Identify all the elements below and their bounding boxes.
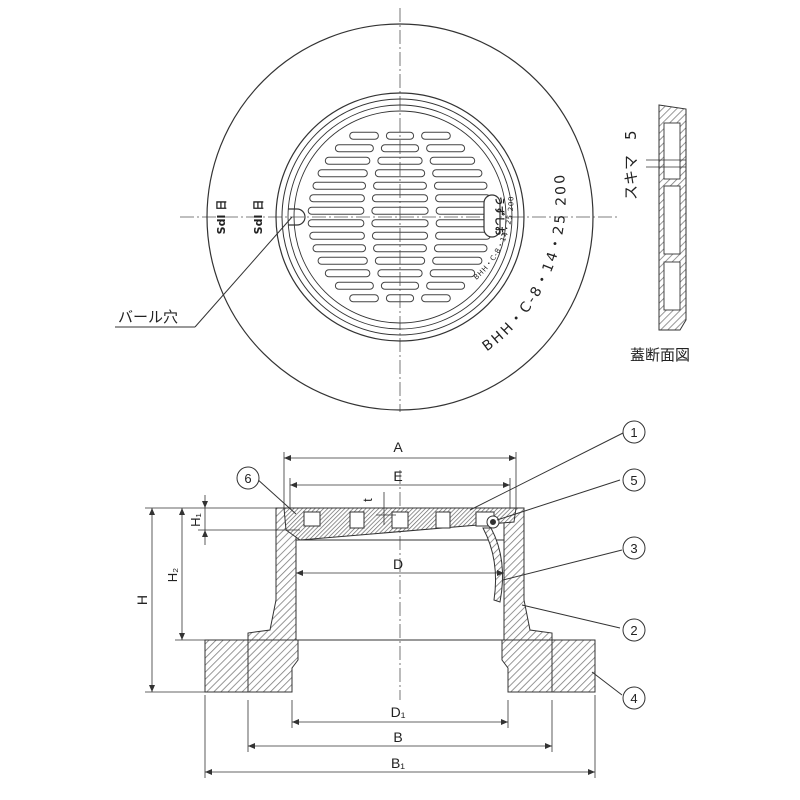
- grate-slot: [371, 231, 429, 240]
- grate-slot: [307, 206, 365, 215]
- callouts: [236, 420, 646, 710]
- callout-1: 1: [630, 425, 637, 440]
- grate-slot: [432, 256, 483, 265]
- grate-slot: [371, 206, 429, 215]
- grate-slot: [334, 144, 374, 153]
- dimension-lines: [145, 452, 596, 778]
- logo-left-inner: SdI 日: [252, 200, 265, 235]
- grate-slot: [426, 281, 466, 290]
- grate-slot: [435, 231, 491, 240]
- grate-slot: [374, 169, 426, 178]
- grate-slot: [385, 131, 415, 140]
- grate-slot: [371, 219, 429, 228]
- brand-text: うずしお: [493, 196, 506, 236]
- dim-D1: D₁: [391, 704, 406, 720]
- grate-slot: [373, 181, 427, 190]
- dim-A: A: [393, 439, 403, 455]
- grate-slot: [377, 156, 423, 165]
- grate-slot: [429, 269, 476, 278]
- lid-section-view: [646, 104, 687, 331]
- callout-6: 6: [244, 471, 251, 486]
- dim-D: D: [393, 556, 403, 572]
- grate-slot: [429, 156, 476, 165]
- grate-slot: [371, 194, 429, 203]
- dim-t: t: [360, 498, 375, 502]
- grate-slot: [349, 131, 379, 140]
- dim-B1: B₁: [391, 755, 405, 771]
- grate-slot: [312, 181, 367, 190]
- outer-flange-ring: [206, 23, 594, 411]
- grate-slot: [324, 269, 371, 278]
- bar-hole: [288, 208, 306, 226]
- dim-H1: H₁: [188, 513, 203, 527]
- grate-slot: [426, 144, 466, 153]
- grate-slot: [433, 181, 488, 190]
- grate-slot: [380, 144, 420, 153]
- bar-hole-leader: [194, 216, 293, 328]
- grate-slot: [421, 131, 451, 140]
- callout-4: 4: [630, 691, 637, 706]
- grate-slot: [309, 194, 365, 203]
- dim-H: H: [134, 595, 150, 605]
- grate-slot: [377, 269, 423, 278]
- grate-slot: [374, 256, 426, 265]
- grate-slot: [317, 256, 368, 265]
- elevation-view: [204, 470, 596, 700]
- dimension-arrows: [149, 455, 595, 775]
- callout-5: 5: [630, 473, 637, 488]
- callout-3: 3: [630, 541, 637, 556]
- brand-badge: うずしお: [483, 194, 506, 238]
- gap-label: スキマ: [622, 155, 640, 200]
- callout-2: 2: [630, 623, 637, 638]
- grate-slot: [309, 231, 365, 240]
- dim-B: B: [393, 729, 402, 745]
- gap-value: 5: [622, 130, 640, 140]
- bar-hole-label: バール穴: [118, 308, 178, 326]
- grate-slot: [432, 169, 483, 178]
- grate-slot: [433, 244, 488, 253]
- grate-slot: [435, 194, 491, 203]
- grate-slot: [324, 156, 371, 165]
- grate-slot: [421, 294, 451, 303]
- grate-slot: [312, 244, 367, 253]
- grate-slot: [307, 219, 365, 228]
- grate-slot: [373, 244, 427, 253]
- grate-slot: [380, 281, 420, 290]
- section-title: 蓋断面図: [630, 346, 690, 364]
- grate-slot: [349, 294, 379, 303]
- grate-slot: [334, 281, 374, 290]
- dim-H2: H₂: [165, 568, 180, 582]
- grate-slots: [307, 131, 493, 303]
- logo-left-outer: SdI 日: [215, 200, 228, 235]
- grate-slot: [385, 294, 415, 303]
- plan-view: [180, 8, 620, 412]
- dim-E: E: [393, 468, 402, 484]
- grate-slot: [317, 169, 368, 178]
